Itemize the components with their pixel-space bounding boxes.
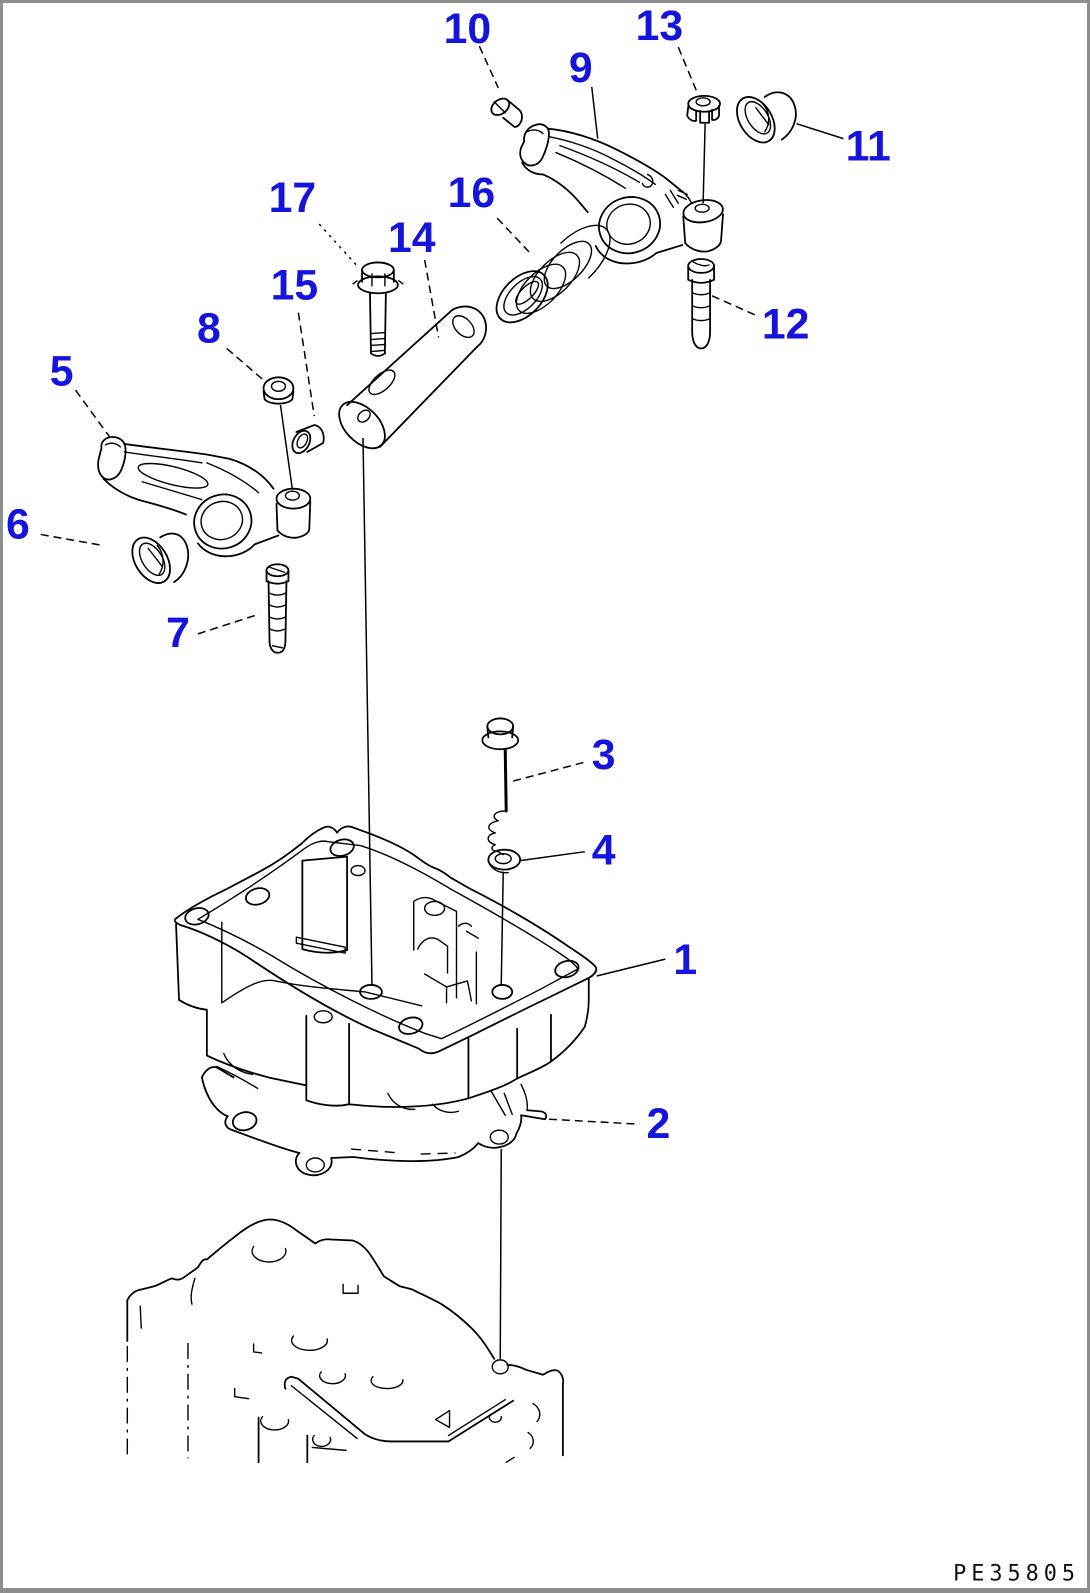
callout-7: 7 — [166, 609, 260, 657]
leader-line-10 — [478, 45, 499, 89]
callout-15: 15 — [271, 262, 319, 417]
leader-line-1 — [596, 958, 666, 977]
part-screw-12 — [687, 258, 715, 350]
part-number-8: 8 — [197, 305, 221, 353]
leader-line-9 — [591, 86, 599, 139]
drawing-code: PE35805 — [953, 1562, 1080, 1587]
part-number-11: 11 — [846, 123, 891, 171]
part-number-16: 16 — [448, 169, 496, 217]
leader-line-15 — [297, 312, 316, 417]
leader-line-8 — [226, 347, 264, 380]
leader-line-13 — [677, 46, 699, 96]
assembly-lines — [279, 123, 706, 1359]
leader-line-6 — [40, 533, 103, 547]
part-number-1: 1 — [673, 936, 697, 984]
part-nut-8 — [262, 376, 295, 405]
callout-2: 2 — [548, 1100, 670, 1148]
part-number-3: 3 — [592, 731, 616, 779]
part-number-17: 17 — [269, 174, 317, 222]
part-number-6: 6 — [6, 500, 30, 548]
leader-line-16 — [496, 217, 530, 253]
callout-17: 17 — [269, 174, 360, 269]
leader-line-12 — [711, 295, 760, 318]
part-bushing-6 — [131, 532, 190, 584]
part-shaft-14 — [338, 305, 487, 450]
nut8-to-rocker-line — [279, 405, 294, 490]
part-washer-4 — [487, 848, 522, 874]
callout-13: 13 — [636, 3, 699, 96]
part-number-9: 9 — [569, 44, 593, 92]
callout-8: 8 — [197, 305, 264, 380]
part-plug-15 — [291, 424, 325, 455]
cylinder-head — [126, 1218, 565, 1464]
part-bolt-17 — [352, 261, 404, 357]
part-bolt-3 — [481, 717, 520, 856]
callout-9: 9 — [569, 44, 599, 139]
leader-line-14 — [423, 259, 440, 338]
leader-line-7 — [197, 613, 260, 635]
part-number-10: 10 — [444, 5, 492, 53]
part-rocker-arm-right — [519, 123, 724, 265]
part-rocker-arm-left — [97, 436, 312, 558]
part-number-2: 2 — [646, 1100, 670, 1148]
part-number-5: 5 — [50, 347, 74, 395]
part-plug-10 — [490, 97, 523, 128]
callout-12: 12 — [711, 295, 810, 349]
callout-6: 6 — [6, 500, 103, 548]
gasket-to-head-line — [499, 1149, 502, 1359]
shaft-to-housing-line — [362, 437, 373, 985]
leader-line-5 — [74, 389, 112, 439]
part-nut-13 — [686, 94, 721, 124]
nut13-to-rocker-line — [702, 123, 706, 204]
leader-line-11 — [796, 123, 844, 140]
callout-16: 16 — [448, 169, 530, 253]
callout-14: 14 — [388, 214, 440, 338]
callout-4: 4 — [520, 827, 616, 875]
callout-1: 1 — [596, 936, 697, 984]
part-housing — [173, 825, 598, 1114]
callout-3: 3 — [512, 731, 616, 782]
leader-line-2 — [548, 1118, 640, 1125]
part-number-7: 7 — [166, 609, 190, 657]
washer-to-housing-line — [500, 871, 504, 985]
part-spring-16 — [495, 224, 611, 324]
leader-line-4 — [520, 850, 585, 862]
callout-10: 10 — [444, 5, 499, 89]
callout-5: 5 — [50, 347, 112, 439]
part-screw-7 — [265, 563, 290, 654]
part-number-12: 12 — [762, 301, 810, 349]
leader-line-17 — [318, 223, 360, 269]
leader-line-3 — [512, 761, 585, 782]
part-bushing-11 — [736, 91, 797, 144]
part-number-15: 15 — [271, 262, 319, 310]
part-number-4: 4 — [592, 827, 616, 875]
part-number-14: 14 — [388, 214, 436, 262]
callout-11: 11 — [796, 123, 891, 171]
part-number-13: 13 — [636, 3, 684, 50]
part-gasket — [201, 1065, 548, 1177]
